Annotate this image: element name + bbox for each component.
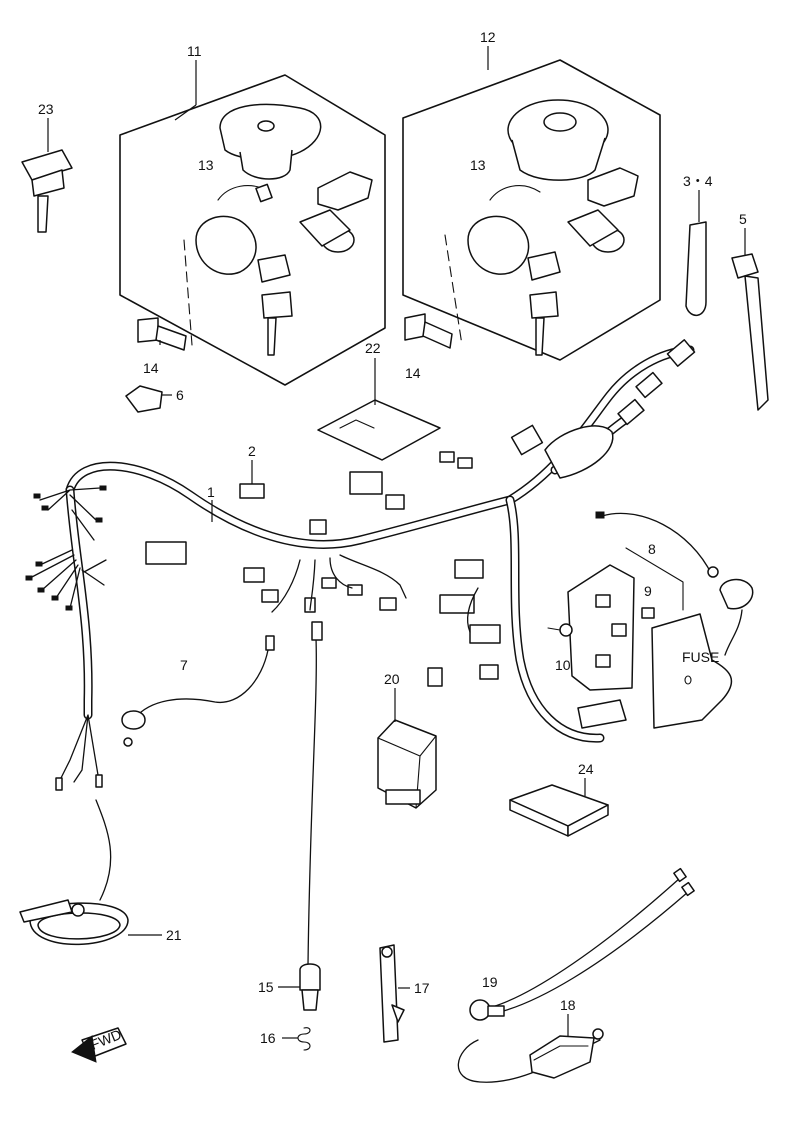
bracket-part-3-4	[685, 190, 707, 316]
junction-box-part-8	[567, 547, 684, 729]
callout-9: 9	[644, 583, 652, 599]
relay-part-20	[377, 688, 437, 809]
fuse-part-9	[641, 607, 655, 619]
ignition-set-box-12	[402, 46, 661, 361]
horn-part-21	[19, 799, 162, 946]
callout-21: 21	[166, 927, 182, 943]
fuse-cover-label: FUSE	[682, 649, 719, 665]
ignition-set-box-11	[119, 60, 386, 386]
lead-wire-part-7	[121, 635, 275, 747]
clamp-part-17	[379, 944, 410, 1043]
callout-13a: 13	[198, 157, 214, 173]
key-part-23	[21, 118, 73, 233]
callout-15: 15	[258, 979, 274, 995]
callout-3-4: 3・4	[683, 173, 713, 189]
callout-24: 24	[578, 761, 594, 777]
callout-17: 17	[414, 980, 430, 996]
label-sheet-part-22	[317, 358, 441, 461]
callout-labels: 11 12 23 13 13 3・4 5 14 14 22 6 2 1 8 9 …	[38, 29, 747, 1046]
sheet-part-24	[509, 778, 609, 837]
fuse-box-cover: FUSE	[651, 613, 733, 729]
callout-11: 11	[187, 43, 202, 59]
clip-part-6	[125, 385, 172, 413]
screw-part-10	[547, 623, 573, 637]
callout-1: 1	[207, 484, 215, 500]
main-wiring-harness-part-1	[25, 339, 696, 791]
callout-18: 18	[560, 997, 576, 1013]
spring-part-16	[282, 1027, 311, 1051]
callout-20: 20	[384, 671, 400, 687]
callout-19: 19	[482, 974, 498, 990]
callout-23: 23	[38, 101, 54, 117]
callout-12: 12	[480, 29, 496, 45]
callout-10: 10	[555, 657, 571, 673]
relay-part-2	[239, 460, 265, 499]
callout-7: 7	[180, 657, 188, 673]
callout-6: 6	[176, 387, 184, 403]
callout-13b: 13	[470, 157, 486, 173]
battery-lead-wire	[595, 511, 754, 656]
callout-16: 16	[260, 1030, 276, 1046]
bolt-part-14	[137, 313, 453, 351]
switch-part-15	[278, 621, 323, 1011]
callout-14b: 14	[405, 365, 421, 381]
callout-8: 8	[648, 541, 656, 557]
callout-2: 2	[248, 443, 256, 459]
callout-14a: 14	[143, 360, 159, 376]
fwd-direction-arrow: FWD	[71, 1026, 127, 1063]
callout-22: 22	[365, 340, 381, 356]
cable-clamp-part-18	[529, 1014, 604, 1079]
callout-5: 5	[739, 211, 747, 227]
cable-tie-part-5	[731, 228, 769, 411]
